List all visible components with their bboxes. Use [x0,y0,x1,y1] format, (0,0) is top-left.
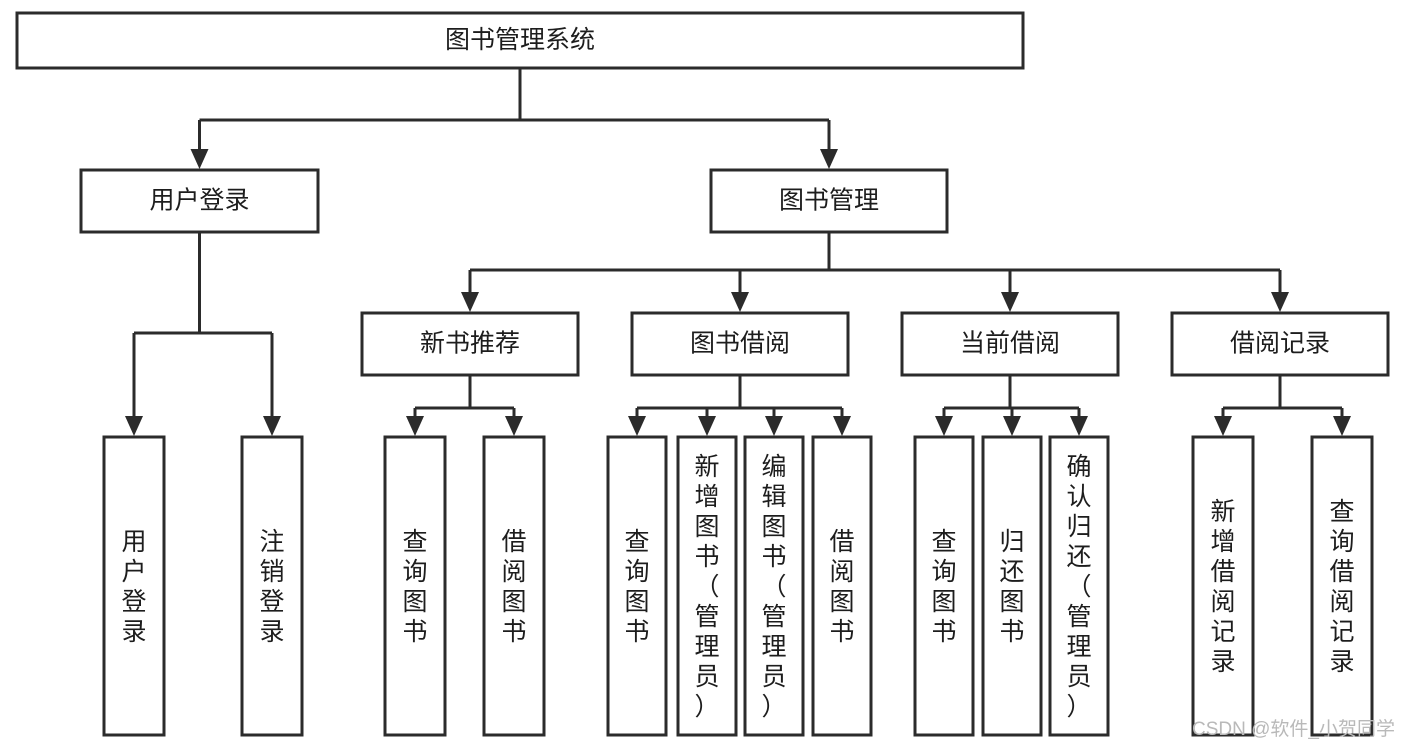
node-borrow-record-box[interactable] [1170,311,1390,377]
node-leaf-12[interactable]: 查询借阅记录 [1310,435,1374,737]
node-leaf-0[interactable]: 用户登录 [102,435,166,737]
node-book-borrow-label: 图书借阅 [690,330,790,358]
node-leaf-4-label: 查询图书 [624,528,649,646]
node-leaf-10-label: 确认归还（管理员） [1066,453,1091,721]
node-leaf-8-label: 查询图书 [931,528,956,646]
node-current-borrow-box[interactable] [900,311,1120,377]
csdn-watermark: CSDN @软件_小贺同学 [1192,719,1395,740]
arrow-head-icon [1271,292,1289,312]
node-book-borrow-box[interactable] [630,311,850,377]
node-book-management-box[interactable] [709,168,949,234]
node-leaf-1-box[interactable] [240,435,304,737]
arrow-head-icon [125,416,143,436]
node-user-login-label: 用户登录 [149,187,249,215]
arrow-head-icon [461,292,479,312]
node-leaf-9-label: 归还图书 [999,528,1024,646]
node-leaf-10[interactable]: 确认归还（管理员） [1048,435,1110,737]
node-leaf-5-box[interactable] [676,435,738,737]
arrow-head-icon [731,292,749,312]
node-leaf-6-label: 编辑图书（管理员） [761,453,786,721]
node-book-borrow[interactable]: 图书借阅 [630,311,850,377]
arrow-head-icon [263,416,281,436]
node-leaf-5[interactable]: 新增图书（管理员） [676,435,738,737]
node-leaf-1[interactable]: 注销登录 [240,435,304,737]
node-book-management[interactable]: 图书管理 [709,168,949,234]
node-leaf-3-label: 借阅图书 [501,528,526,646]
node-new-book-recommend[interactable]: 新书推荐 [360,311,580,377]
arrow-head-icon [698,416,716,436]
node-leaf-6-box[interactable] [743,435,805,737]
node-new-book-recommend-label: 新书推荐 [420,330,520,358]
connectors-layer [125,68,1351,436]
node-leaf-11[interactable]: 新增借阅记录 [1191,435,1255,737]
node-leaf-10-box[interactable] [1048,435,1110,737]
node-user-login-box[interactable] [79,168,320,234]
node-leaf-2[interactable]: 查询图书 [383,435,447,737]
arrow-head-icon [765,416,783,436]
node-leaf-9-box[interactable] [981,435,1043,737]
node-leaf-8-box[interactable] [913,435,975,737]
arrow-head-icon [935,416,953,436]
node-current-borrow[interactable]: 当前借阅 [900,311,1120,377]
node-leaf-0-label: 用户登录 [121,528,146,646]
node-leaf-8[interactable]: 查询图书 [913,435,975,737]
node-book-management-label: 图书管理 [779,187,879,215]
node-leaf-12-box[interactable] [1310,435,1374,737]
arrow-head-icon [1333,416,1351,436]
node-leaf-3-box[interactable] [482,435,546,737]
node-root-system[interactable]: 图书管理系统 [15,11,1025,70]
node-root-system-label: 图书管理系统 [445,26,595,54]
node-leaf-7-label: 借阅图书 [829,528,854,646]
node-leaf-4-box[interactable] [606,435,668,737]
arrow-head-icon [1214,416,1232,436]
arrow-head-icon [833,416,851,436]
node-user-login[interactable]: 用户登录 [79,168,320,234]
arrow-head-icon [820,149,838,169]
node-leaf-0-box[interactable] [102,435,166,737]
node-leaf-1-label: 注销登录 [259,528,284,646]
arrow-head-icon [1001,292,1019,312]
arrow-head-icon [1070,416,1088,436]
node-leaf-5-label: 新增图书（管理员） [694,453,719,721]
node-borrow-record-label: 借阅记录 [1230,330,1330,358]
node-new-book-recommend-box[interactable] [360,311,580,377]
node-borrow-record[interactable]: 借阅记录 [1170,311,1390,377]
node-leaf-7[interactable]: 借阅图书 [811,435,873,737]
node-leaf-6[interactable]: 编辑图书（管理员） [743,435,805,737]
node-root-system-box[interactable] [15,11,1025,70]
node-current-borrow-label: 当前借阅 [960,330,1060,358]
node-leaf-4[interactable]: 查询图书 [606,435,668,737]
node-leaf-3[interactable]: 借阅图书 [482,435,546,737]
arrow-head-icon [190,149,209,169]
node-leaf-2-label: 查询图书 [402,528,427,646]
arrow-head-icon [406,416,424,436]
arrow-head-icon [1003,416,1021,436]
arrow-head-icon [628,416,646,436]
node-leaf-12-label: 查询借阅记录 [1329,498,1354,676]
node-leaf-7-box[interactable] [811,435,873,737]
node-leaf-2-box[interactable] [383,435,447,737]
arrow-head-icon [505,416,523,436]
node-leaf-9[interactable]: 归还图书 [981,435,1043,737]
node-leaf-11-box[interactable] [1191,435,1255,737]
nodes-layer: 图书管理系统用户登录图书管理新书推荐图书借阅当前借阅借阅记录用户登录注销登录查询… [15,11,1390,737]
node-leaf-11-label: 新增借阅记录 [1210,498,1235,676]
